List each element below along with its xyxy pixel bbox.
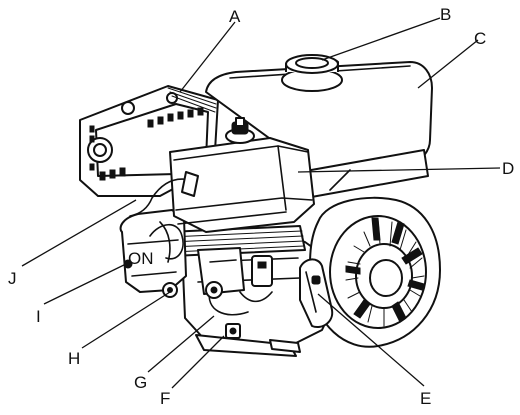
- leader-line-f: [171, 335, 225, 389]
- leader-line-i: [43, 261, 131, 305]
- air-cleaner: [169, 117, 315, 233]
- label-b: B: [440, 5, 451, 24]
- label-j: J: [8, 269, 17, 288]
- spark-plug-cap: [181, 171, 199, 197]
- cylinder-fins: [167, 225, 306, 257]
- label-a: A: [229, 7, 241, 26]
- label-i: I: [36, 307, 41, 326]
- leader-line-e: [317, 293, 425, 387]
- engine-switch-text: ON: [128, 249, 154, 268]
- label-d: D: [502, 159, 514, 178]
- mounting-base: [195, 334, 297, 357]
- engine-body: ON: [79, 54, 441, 357]
- label-g: G: [134, 373, 147, 392]
- spark-plug-wire: [129, 178, 191, 217]
- leader-line-d: [297, 167, 501, 173]
- leader-line-a: [179, 21, 236, 93]
- leader-line-c: [417, 39, 479, 89]
- fuel-tank: [205, 61, 433, 199]
- leader-line-h: [81, 291, 171, 349]
- leader-lines: [21, 17, 501, 389]
- callout-labels: A B C D E F G H I J: [8, 5, 514, 408]
- label-f: F: [160, 389, 170, 408]
- label-h: H: [68, 349, 80, 368]
- leader-line-b: [321, 17, 441, 61]
- fuel-cap: [281, 54, 343, 92]
- fuel-valve: [251, 255, 273, 287]
- leader-line-g: [147, 315, 215, 373]
- leader-line-j: [21, 199, 137, 267]
- label-e: E: [420, 389, 431, 408]
- label-c: C: [474, 29, 486, 48]
- starter-grip: [299, 258, 334, 328]
- recoil-starter: [309, 196, 441, 348]
